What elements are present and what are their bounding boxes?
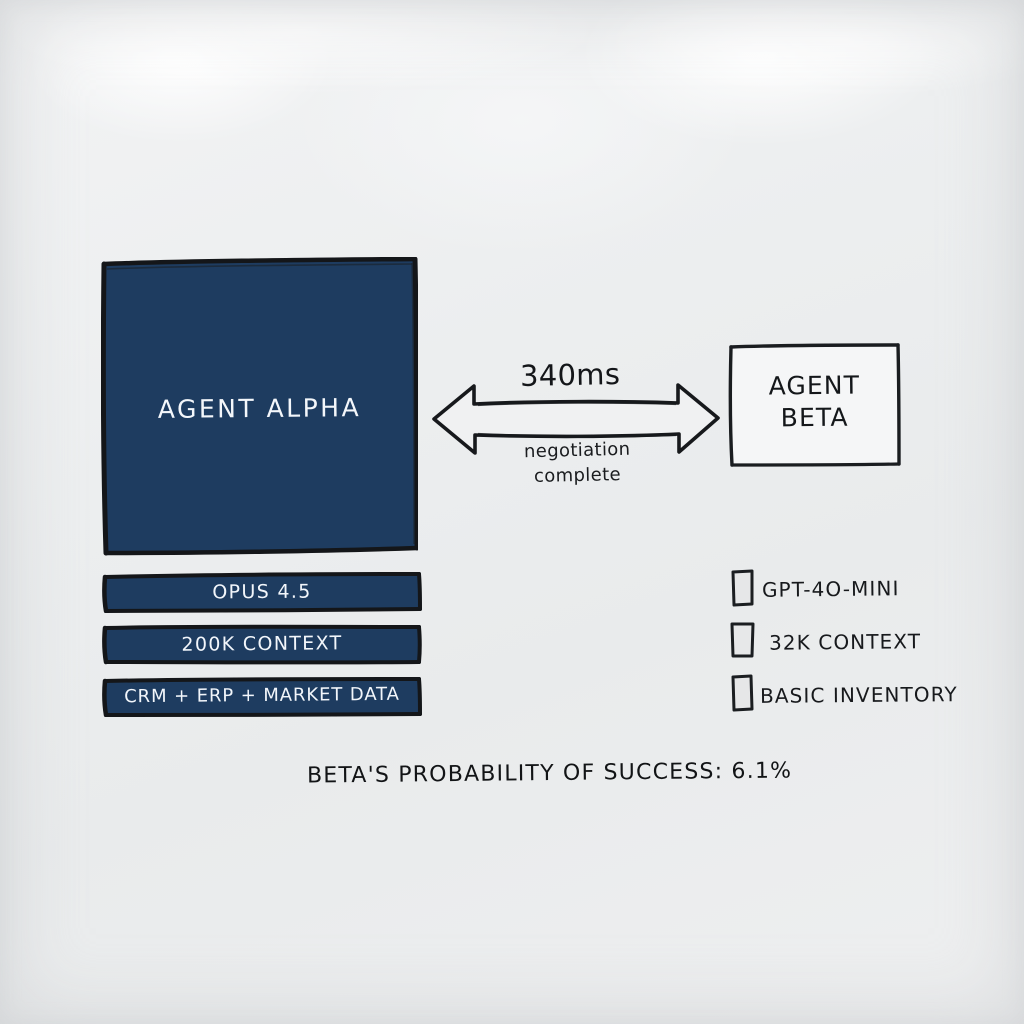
beta-attribute-checkbox[interactable] bbox=[729, 621, 755, 659]
alpha-attribute-bar[interactable]: 200K CONTEXT bbox=[102, 624, 422, 665]
connector-status-line2: complete bbox=[533, 464, 622, 487]
agent-alpha-label: AGENT ALPHA bbox=[157, 393, 362, 424]
alpha-attribute-label: CRM + ERP + MARKET DATA bbox=[124, 683, 400, 708]
beta-attribute-label: BASIC INVENTORY bbox=[759, 682, 958, 708]
alpha-attribute-bar[interactable]: CRM + ERP + MARKET DATA bbox=[102, 676, 422, 717]
beta-attribute-checkbox[interactable] bbox=[729, 674, 755, 712]
agent-alpha-box[interactable]: AGENT ALPHA bbox=[101, 257, 418, 556]
agent-beta-label-line2: BETA bbox=[780, 402, 849, 433]
alpha-attribute-label: OPUS 4.5 bbox=[212, 580, 312, 604]
alpha-attribute-label: 200K CONTEXT bbox=[181, 632, 343, 656]
probability-footnote: BETA'S PROBABILITY OF SUCCESS: 6.1% bbox=[306, 758, 793, 789]
beta-attribute-label: 32K CONTEXT bbox=[768, 629, 922, 655]
beta-attribute-label: GPT-4O-MINI bbox=[761, 576, 900, 602]
agent-beta-label: AGENT BETA bbox=[727, 369, 903, 435]
connector-status-line1: negotiation bbox=[523, 438, 631, 463]
agent-beta-label-line1: AGENT bbox=[768, 370, 861, 401]
beta-attribute-checkbox[interactable] bbox=[729, 569, 755, 607]
agent-beta-box[interactable]: AGENT BETA bbox=[727, 342, 902, 468]
latency-label: 340ms bbox=[519, 356, 621, 394]
alpha-attribute-bar[interactable]: OPUS 4.5 bbox=[102, 572, 422, 613]
